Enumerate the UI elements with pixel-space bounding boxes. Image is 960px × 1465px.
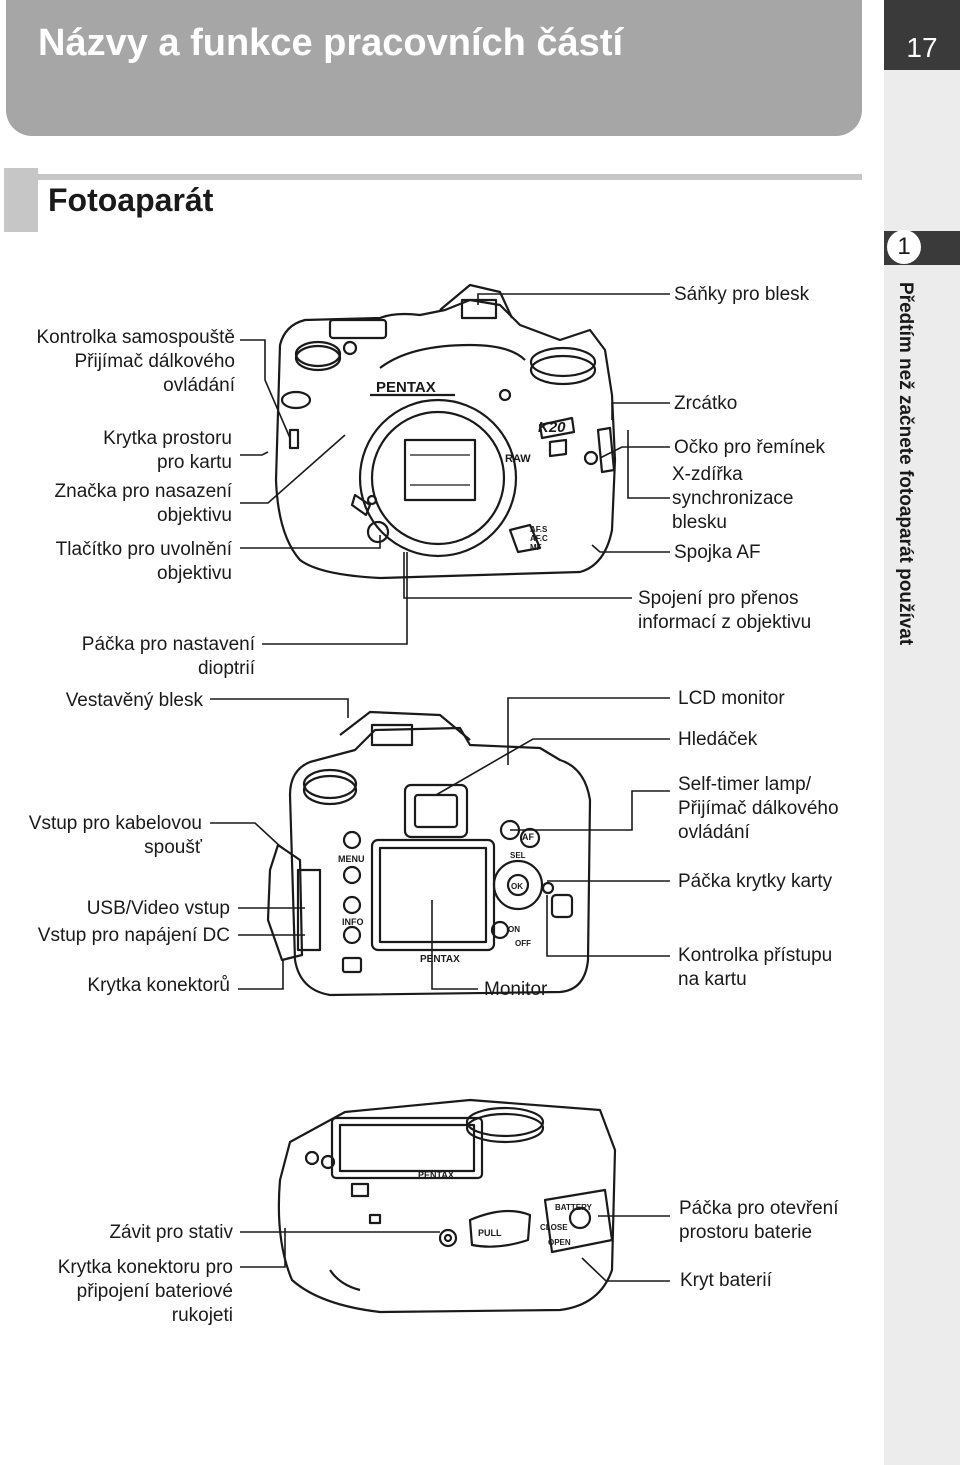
raw-mark: RAW (505, 453, 531, 465)
label-self-timer-back-2: Přijímač dálkového (678, 798, 839, 819)
label-battery-lever-1: Páčka pro otevření (679, 1198, 839, 1219)
label-cable-release-1: Vstup pro kabelovou (28, 813, 202, 834)
af-mode-3: MF (530, 543, 542, 552)
page-title: Názvy a funkce pracovních částí (38, 22, 624, 64)
section-title: Fotoaparát (48, 182, 214, 218)
pull-mark: PULL (478, 1228, 502, 1238)
label-self-timer-back-3: ovládání (678, 822, 750, 843)
label-self-timer-back-1: Self-timer lamp/ (678, 774, 812, 795)
af-mode-2: AF.C (530, 534, 548, 543)
battery-mark: BATTERY (555, 1203, 593, 1212)
label-lens-release-1: Tlačítko pro uvolnění (55, 539, 232, 560)
model-mark: K20 (538, 419, 566, 436)
label-card-access-lamp-2: na kartu (678, 969, 747, 990)
chapter-title: Předtím než začnete fotoaparát používat (882, 282, 922, 722)
label-diopter-lever-2: dioptrií (197, 658, 255, 679)
label-monitor: Monitor (484, 979, 548, 1000)
label-usb-video: USB/Video vstup (86, 898, 230, 919)
label-x-sync-2: synchronizace (672, 488, 794, 509)
label-battery-cover: Kryt baterií (680, 1270, 772, 1291)
menu-mark: MENU (338, 854, 365, 864)
label-hot-shoe: Sáňky pro blesk (674, 284, 810, 305)
chapter-title-text: Předtím než začnete fotoaparát používat (895, 282, 916, 646)
brand-mark-front: PENTAX (376, 379, 436, 396)
label-terminal-cover: Krytka konektorů (87, 975, 230, 996)
label-self-timer-lamp: Kontrolka samospouště (36, 327, 235, 348)
label-mirror: Zrcátko (674, 393, 738, 414)
label-x-sync-1: X-zdířka (672, 464, 743, 485)
open-mark: OPEN (548, 1238, 571, 1247)
label-lens-contacts-2: informací z objektivu (638, 612, 812, 633)
chapter-number: 1 (887, 230, 921, 264)
page-number: 17 (884, 0, 960, 70)
label-remote-receiver-2: ovládání (163, 375, 235, 396)
label-lens-release-2: objektivu (157, 563, 232, 584)
close-mark: CLOSE (540, 1223, 568, 1232)
label-lens-mount-index-1: Značka pro nasazení (54, 481, 232, 502)
label-remote-receiver-1: Přijímač dálkového (74, 351, 235, 372)
sel-mark: SEL (510, 851, 526, 860)
label-card-cover-2: pro kartu (157, 452, 232, 473)
info-mark: INFO (342, 917, 364, 927)
af-mode-1: AF.S (530, 525, 548, 534)
section-marker (4, 168, 38, 232)
label-cable-release-2: spoušť (144, 837, 202, 858)
label-grip-cover-2: připojení bateriové (76, 1281, 233, 1302)
label-grip-cover-1: Krytka konektoru pro (57, 1257, 233, 1278)
brand-mark-bottom: PENTAX (418, 1170, 454, 1180)
camera-back-view (266, 710, 592, 997)
label-card-cover-lever: Páčka krytky karty (678, 871, 833, 892)
side-strip (884, 70, 960, 1465)
label-strap-lug: Očko pro řemínek (674, 437, 825, 458)
label-battery-lever-2: prostoru baterie (679, 1222, 813, 1243)
label-card-access-lamp-1: Kontrolka přístupu (678, 945, 833, 966)
label-grip-cover-3: rukojeti (171, 1305, 233, 1326)
brand-mark-back: PENTAX (420, 954, 460, 965)
label-lens-contacts-1: Spojení pro přenos (638, 588, 799, 609)
section-rule (38, 174, 862, 180)
header-bar (6, 0, 862, 136)
af-mark: AF (522, 832, 534, 842)
label-viewfinder: Hledáček (678, 729, 758, 750)
label-af-coupler: Spojka AF (674, 542, 761, 563)
label-card-cover-1: Krytka prostoru (103, 428, 232, 449)
label-dc-input: Vstup pro napájení DC (37, 925, 230, 946)
ok-mark: OK (511, 882, 523, 891)
label-lens-mount-index-2: objektivu (157, 505, 232, 526)
label-diopter-lever-1: Páčka pro nastavení (81, 634, 255, 655)
label-x-sync-3: blesku (672, 512, 727, 533)
label-lcd-monitor: LCD monitor (678, 688, 785, 709)
label-tripod-socket: Závit pro stativ (109, 1222, 233, 1243)
label-built-in-flash: Vestavěný blesk (65, 690, 203, 711)
off-mark: OFF (515, 939, 531, 948)
on-mark: ON (508, 925, 520, 934)
